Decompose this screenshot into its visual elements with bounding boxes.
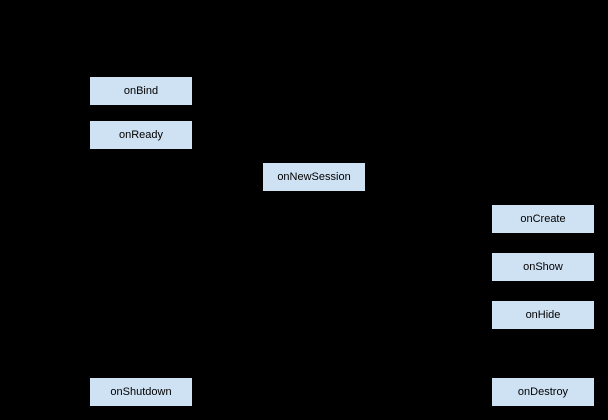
lifecycle-node-onHide: onHide	[491, 300, 595, 330]
lifecycle-node-label: onNewSession	[277, 170, 351, 183]
lifecycle-node-label: onDestroy	[517, 385, 569, 398]
lifecycle-node-onShutdown: onShutdown	[89, 377, 193, 407]
lifecycle-node-onNewSession: onNewSession	[262, 162, 366, 192]
lifecycle-node-label: onBind	[123, 84, 159, 97]
lifecycle-node-onBind: onBind	[89, 76, 193, 106]
lifecycle-node-onReady: onReady	[89, 120, 193, 150]
lifecycle-node-label: onCreate	[520, 212, 566, 225]
lifecycle-node-label: onShow	[523, 260, 563, 273]
lifecycle-node-onCreate: onCreate	[491, 204, 595, 234]
lifecycle-node-label: onReady	[118, 128, 164, 141]
lifecycle-node-label: onHide	[525, 308, 561, 321]
lifecycle-node-onShow: onShow	[491, 252, 595, 282]
lifecycle-node-label: onShutdown	[110, 385, 172, 398]
lifecycle-node-onDestroy: onDestroy	[491, 377, 595, 407]
